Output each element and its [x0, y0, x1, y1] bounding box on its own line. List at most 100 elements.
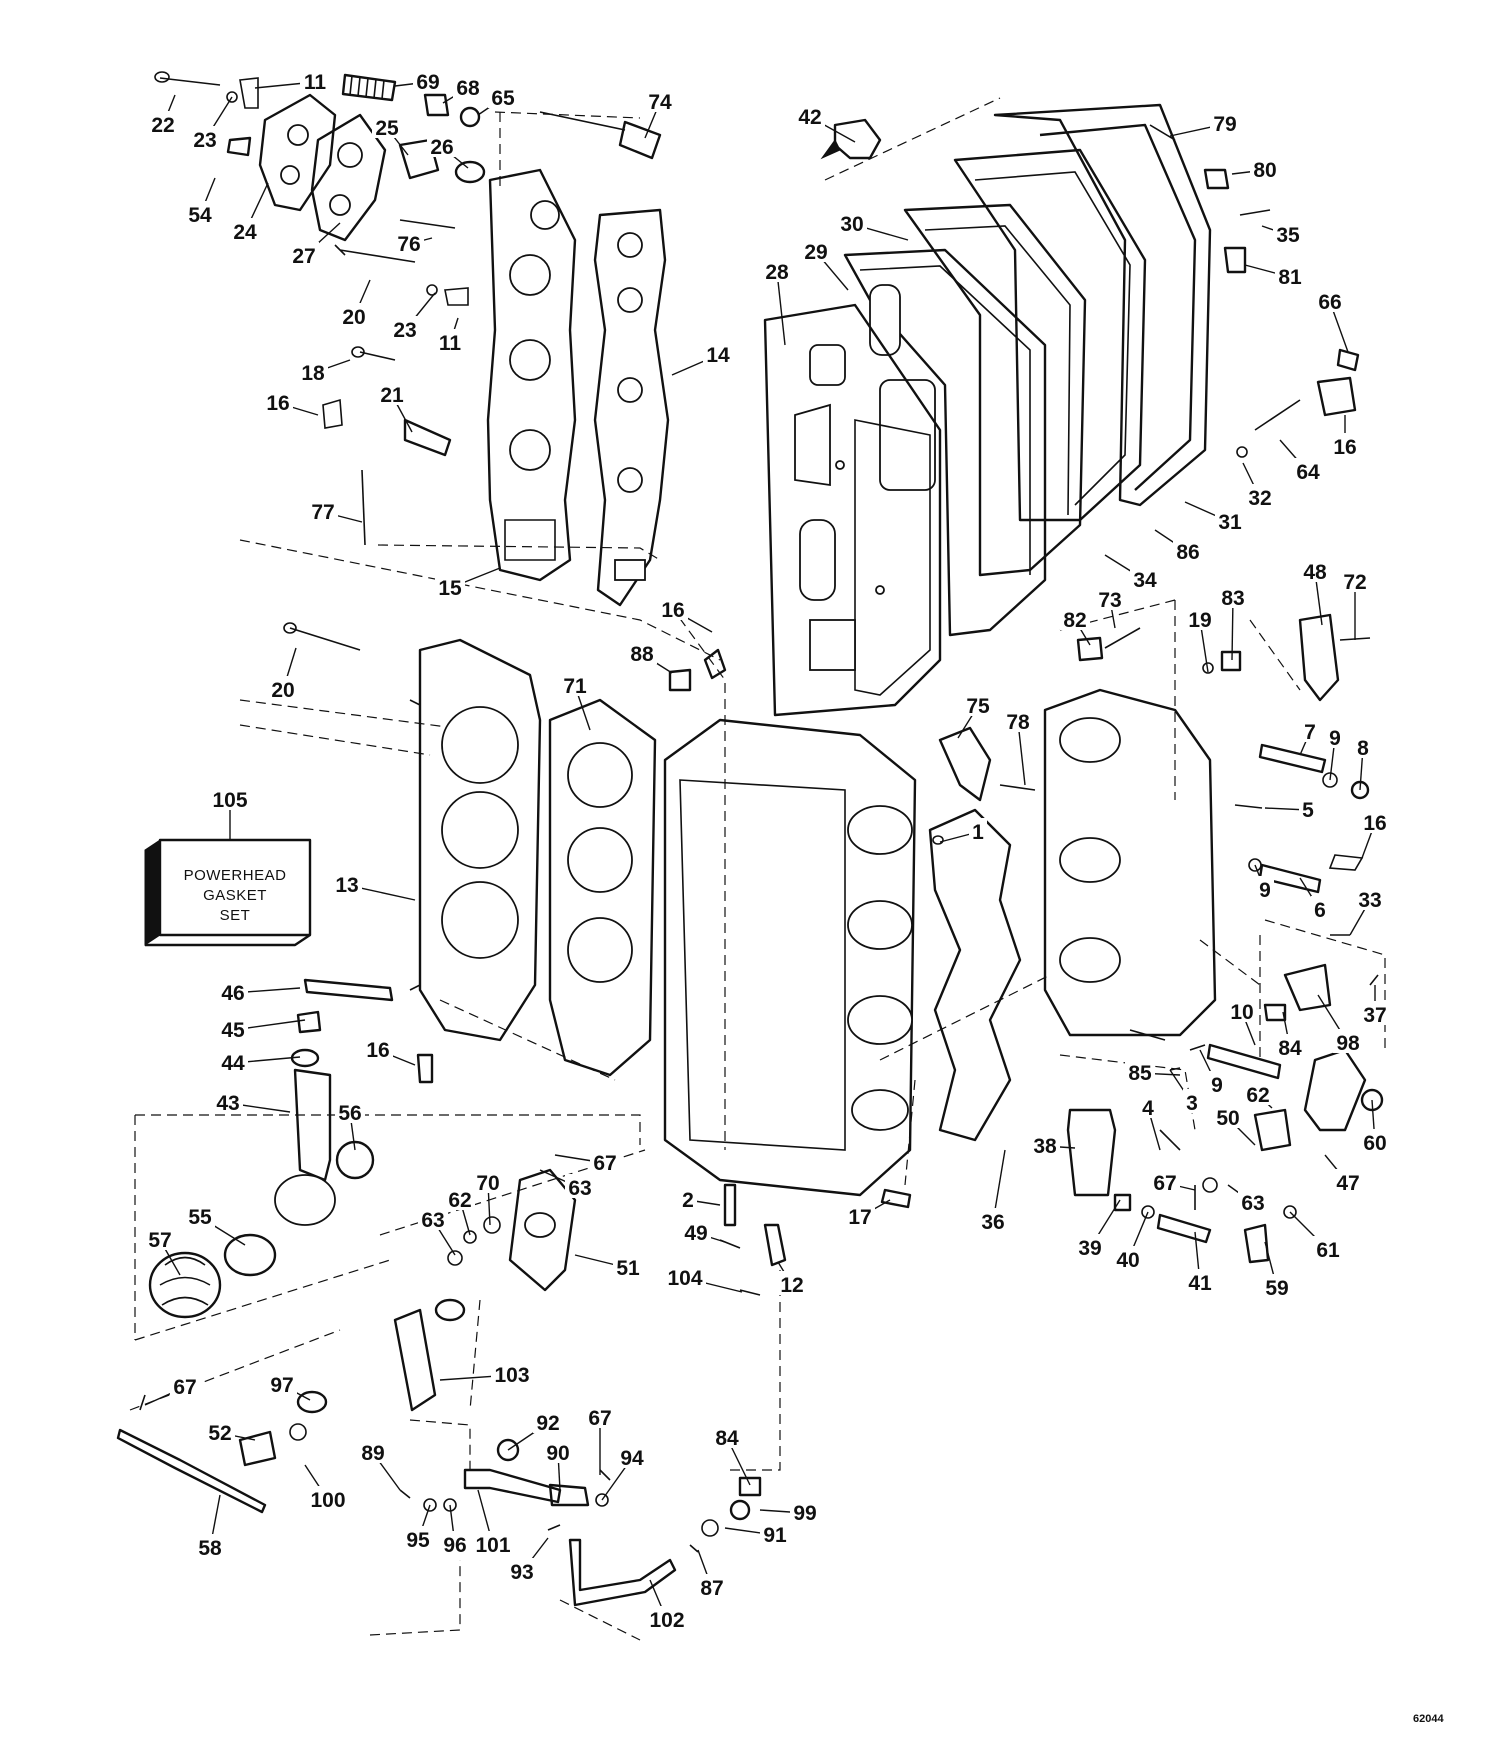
callout-label-bg [1139, 1094, 1157, 1118]
callout-71: 71 [560, 672, 591, 731]
callout-number: 64 [1296, 461, 1320, 484]
callout-number: 65 [491, 87, 515, 110]
callout-11b: 11 [435, 317, 465, 355]
callout-77: 77 [308, 498, 363, 524]
callout-number: 42 [798, 106, 821, 129]
callout-label-bg [145, 1226, 175, 1250]
callout-number: 8 [1357, 737, 1369, 760]
callout-number: 16 [266, 392, 289, 415]
callout-59: 59 [1262, 1241, 1292, 1300]
callout-number: 44 [221, 1052, 245, 1075]
callout-label-bg [712, 1424, 742, 1448]
gasket-box-line3: SET [220, 907, 251, 924]
callout-49: 49 [681, 1219, 726, 1245]
callout-47: 47 [1324, 1154, 1363, 1195]
callout-72: 72 [1340, 568, 1370, 640]
callout-label-bg [170, 1373, 200, 1397]
callout-number: 9 [1259, 879, 1271, 902]
callout-number: 49 [684, 1222, 707, 1245]
callout-52: 52 [205, 1419, 256, 1445]
callout-label-bg [1227, 998, 1257, 1022]
callout-number: 51 [616, 1257, 640, 1280]
callout-label-bg [289, 242, 319, 266]
callout-8: 8 [1354, 734, 1372, 791]
callout-label-bg [185, 201, 215, 225]
callout-label-bg [435, 329, 465, 353]
callout-label-bg [1238, 1189, 1268, 1213]
callout-label-bg [491, 1361, 533, 1385]
callout-label-bg [472, 1531, 514, 1555]
callout-number: 86 [1176, 541, 1199, 564]
callout-label-bg [1326, 724, 1344, 748]
callout-17: 17 [845, 1199, 891, 1229]
callout-37: 37 [1360, 985, 1390, 1027]
callout-label-bg [473, 1169, 503, 1193]
callout-number: 27 [292, 245, 315, 268]
callout-number: 74 [648, 91, 672, 114]
callout-99: 99 [759, 1499, 820, 1525]
callout-label-bg [1333, 1029, 1363, 1053]
callout-label-bg [1311, 896, 1329, 920]
callout-number: 85 [1128, 1062, 1152, 1085]
callout-67d: 67 [585, 1404, 615, 1475]
callout-number: 16 [366, 1039, 389, 1062]
callout-number: 28 [765, 261, 789, 284]
callout-98: 98 [1317, 994, 1363, 1055]
callout-label-bg [1330, 433, 1360, 457]
leader-line [1231, 597, 1234, 661]
callout-14: 14 [671, 341, 733, 376]
callout-label-bg [1340, 568, 1370, 592]
callout-label-bg [213, 1089, 243, 1113]
callout-number: 63 [1241, 1192, 1264, 1215]
callout-number: 70 [476, 1172, 499, 1195]
callout-number: 20 [271, 679, 294, 702]
callout-label-bg [585, 1404, 615, 1428]
callout-label-bg [1262, 1274, 1292, 1298]
callout-42: 42 [795, 103, 856, 143]
callout-6: 6 [1299, 877, 1329, 922]
callout-label-bg [1003, 708, 1033, 732]
callout-label-bg [681, 1219, 711, 1243]
callout-label-bg [445, 1186, 475, 1210]
callout-43: 43 [213, 1089, 291, 1115]
callout-label-bg [1173, 538, 1203, 562]
callout-16d: 16 [1360, 809, 1390, 859]
callout-number: 63 [421, 1209, 444, 1232]
callout-number: 15 [438, 577, 462, 600]
callout-48: 48 [1300, 558, 1330, 626]
callout-105: 105 [209, 786, 251, 840]
throttle-linkage [116, 978, 762, 1607]
callout-85: 85 [1125, 1059, 1181, 1085]
callout-number: 87 [700, 1577, 723, 1600]
callout-label-bg [1060, 606, 1090, 630]
callout-number: 67 [593, 1152, 616, 1175]
callout-68: 68 [442, 74, 483, 104]
callout-89: 89 [358, 1439, 401, 1491]
callout-18: 18 [298, 359, 351, 385]
callout-60: 60 [1360, 1099, 1390, 1155]
callout-label-bg [1275, 263, 1305, 287]
callout-86: 86 [1154, 529, 1203, 564]
callout-35: 35 [1261, 221, 1303, 247]
callout-label-bg [1275, 1034, 1305, 1058]
callout-label-bg [440, 1531, 470, 1555]
callout-number: 32 [1248, 487, 1271, 510]
callout-62b: 62 [445, 1186, 475, 1236]
callout-number: 88 [630, 643, 654, 666]
callout-87: 87 [697, 1549, 727, 1600]
callout-38: 38 [1030, 1132, 1076, 1158]
cylinder-head-cover [486, 168, 670, 607]
callout-104: 104 [664, 1264, 743, 1293]
callout-63b: 63 [539, 1169, 595, 1200]
callout-number: 67 [588, 1407, 611, 1430]
callout-66: 66 [1315, 288, 1349, 353]
callout-74: 74 [644, 88, 675, 139]
callout-label-bg [1113, 1246, 1143, 1270]
callout-number: 62 [448, 1189, 471, 1212]
callout-number: 69 [416, 71, 439, 94]
callout-number: 77 [311, 501, 334, 524]
callout-label-bg [658, 596, 688, 620]
callout-number: 29 [804, 241, 827, 264]
callout-label-bg [403, 1526, 433, 1550]
